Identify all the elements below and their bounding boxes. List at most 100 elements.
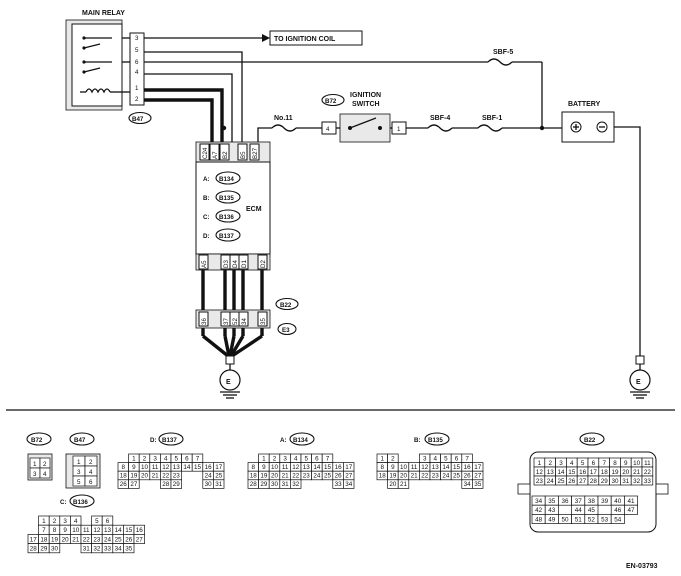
battery-ground-label: E bbox=[636, 379, 641, 386]
ecm-top-pin: C24 bbox=[202, 147, 209, 159]
connector-pin: 9 bbox=[391, 464, 395, 471]
connector-pin: 1 bbox=[42, 518, 46, 525]
fuse-sbf4-label: SBF-4 bbox=[430, 115, 450, 122]
connector-pin: 2 bbox=[391, 455, 395, 462]
connector-pin: 21 bbox=[400, 481, 408, 488]
connector-pin: 29 bbox=[173, 481, 181, 488]
ignition-pin-left: 4 bbox=[326, 126, 330, 133]
connector-pin: 5 bbox=[95, 518, 99, 525]
connector-pin: 37 bbox=[575, 498, 583, 505]
ecm-bottom-pin: D4 bbox=[232, 260, 239, 268]
connector-pin: 10 bbox=[633, 460, 641, 467]
connector-cell bbox=[610, 514, 625, 524]
connector-pin: 23 bbox=[303, 473, 311, 480]
relay-pin: 4 bbox=[135, 69, 139, 76]
connector-pin: 32 bbox=[292, 481, 300, 488]
connector-pin: 35 bbox=[125, 546, 133, 553]
connector-pin: 16 bbox=[335, 464, 343, 471]
connector-pin: 6 bbox=[592, 460, 596, 467]
connector-pin: 21 bbox=[411, 473, 419, 480]
b22-pin: 36 bbox=[201, 318, 208, 325]
connector-pin: 30 bbox=[205, 481, 213, 488]
connector-pin: 22 bbox=[292, 473, 300, 480]
connector-pin: 26 bbox=[125, 536, 133, 543]
connector-pin: 23 bbox=[93, 536, 101, 543]
connector-pin: 16 bbox=[205, 464, 213, 471]
connector-pin: 45 bbox=[588, 507, 596, 514]
connector-pin: 5 bbox=[581, 460, 585, 467]
connector-pin: 8 bbox=[613, 460, 617, 467]
ecm-top-pin: A7 bbox=[212, 151, 219, 159]
relay-pin: 3 bbox=[135, 35, 139, 42]
connector-cell bbox=[641, 475, 654, 486]
connector-pin: 3 bbox=[283, 455, 287, 462]
connector-cell bbox=[48, 543, 61, 554]
connector-pin: 14 bbox=[313, 464, 321, 471]
ecm-bottom-pin: D2 bbox=[260, 260, 267, 268]
figure-code: EN-03793 bbox=[626, 563, 658, 570]
b134-view-prefix: A: bbox=[280, 437, 287, 444]
battery-title: BATTERY bbox=[568, 101, 601, 108]
connector-pin: 21 bbox=[152, 473, 160, 480]
connector-pin: 27 bbox=[345, 473, 353, 480]
connector-pin: 21 bbox=[282, 473, 290, 480]
connector-cell bbox=[290, 479, 302, 489]
connector-pin: 30 bbox=[51, 546, 59, 553]
ecm-conn-letter: A: bbox=[203, 176, 210, 183]
connector-pin: 13 bbox=[547, 469, 555, 476]
b135-view-id: B135 bbox=[428, 437, 443, 444]
relay-connector-badge bbox=[128, 111, 152, 125]
connector-pin: 43 bbox=[548, 507, 556, 514]
connector-pin: 19 bbox=[611, 469, 619, 476]
ignition-switch: 4 1 bbox=[321, 113, 407, 143]
connector-pin: 34 bbox=[345, 481, 353, 488]
connector-pin: 3 bbox=[153, 455, 157, 462]
ecm-bottom-pin: D3 bbox=[223, 260, 230, 268]
ecm-conn-id: B137 bbox=[219, 233, 234, 240]
relay-pin-column: 3 5 6 4 1 2 bbox=[129, 32, 145, 106]
connector-pin: 10 bbox=[72, 527, 80, 534]
battery bbox=[561, 111, 615, 143]
b47-pin: 1 bbox=[77, 459, 81, 466]
ecm-top-pins: C24 A7 B2 B5 B27 bbox=[199, 143, 260, 161]
connector-pin: 18 bbox=[40, 536, 48, 543]
connector-pin: 25 bbox=[115, 536, 123, 543]
connector-pin: 14 bbox=[557, 469, 565, 476]
connector-pin: 30 bbox=[611, 478, 619, 485]
b137-view-badge bbox=[158, 432, 184, 446]
relay-pin: 1 bbox=[135, 85, 139, 92]
b137-view-id: B137 bbox=[162, 437, 177, 444]
b22-view-id: B22 bbox=[584, 437, 596, 444]
ecm-top-pin: B2 bbox=[222, 151, 229, 159]
connector-pin: 18 bbox=[601, 469, 609, 476]
ecm-bottom-pin: A5 bbox=[201, 260, 208, 268]
connector-pin: 35 bbox=[474, 481, 482, 488]
connector-pin: 1 bbox=[262, 455, 266, 462]
connector-pin: 1 bbox=[381, 455, 385, 462]
connector-pin: 2 bbox=[53, 518, 57, 525]
connector-pin: 48 bbox=[535, 516, 543, 523]
fuse-sbf5-label: SBF-5 bbox=[493, 49, 513, 56]
connector-pin: 10 bbox=[400, 464, 408, 471]
ecm-ground-terminal bbox=[225, 355, 235, 365]
connector-pin: 39 bbox=[601, 498, 609, 505]
connector-pin: 33 bbox=[644, 478, 652, 485]
connector-pin: 8 bbox=[252, 464, 256, 471]
connector-pin: 31 bbox=[622, 478, 630, 485]
b22-badge bbox=[275, 297, 299, 311]
connector-pin: 18 bbox=[250, 473, 258, 480]
ecm-bottom-pins: A5 D3 D4 D1 D2 bbox=[198, 254, 268, 270]
connector-pin: 4 bbox=[570, 460, 574, 467]
connector-pin: 22 bbox=[421, 473, 429, 480]
connector-pin: 52 bbox=[588, 516, 596, 523]
connector-pin: 11 bbox=[644, 460, 651, 467]
connector-pin: 30 bbox=[271, 481, 279, 488]
relay-pin: 6 bbox=[135, 59, 139, 66]
connector-pin: 17 bbox=[345, 464, 353, 471]
connector-pin: 9 bbox=[132, 464, 136, 471]
connector-pin: 14 bbox=[183, 464, 191, 471]
connector-pin: 35 bbox=[548, 498, 556, 505]
connector-pin: 15 bbox=[125, 527, 133, 534]
